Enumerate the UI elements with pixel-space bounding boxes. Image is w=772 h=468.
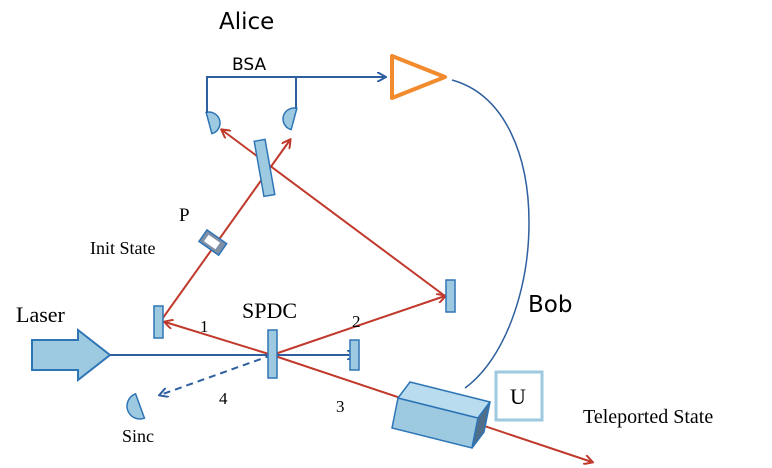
- label-sinc: Sinc: [122, 426, 154, 446]
- amplifier-icon: [390, 54, 447, 100]
- photon-path-up-right: [222, 130, 446, 297]
- spdc-crystal: [267, 329, 278, 379]
- label-alice: Alice: [219, 9, 274, 35]
- beam-block: [349, 339, 360, 371]
- laser-icon: [31, 327, 112, 383]
- sinc-detector-icon: [126, 392, 146, 420]
- label-init-state: Init State: [90, 238, 156, 258]
- detector-left-icon: [205, 111, 221, 135]
- label-p: P: [179, 205, 190, 226]
- unitary-box: [494, 370, 544, 422]
- polarizer-icon: [197, 228, 228, 257]
- bsa-wire: [206, 77, 385, 113]
- label-mode-4: 4: [219, 389, 228, 408]
- mirror-right: [445, 279, 456, 313]
- label-laser: Laser: [16, 302, 66, 327]
- label-bob: Bob: [528, 292, 572, 318]
- photon-path-1: [165, 322, 273, 356]
- label-mode-2: 2: [352, 312, 361, 331]
- photon-path-4: [160, 354, 273, 395]
- detector-right-icon: [282, 107, 298, 131]
- label-teleported-state: Teleported State: [583, 406, 713, 428]
- feed-forward-wire: [451, 79, 530, 389]
- crystal-icon: [391, 381, 492, 449]
- label-mode-3: 3: [336, 397, 345, 416]
- label-bsa: BSA: [232, 55, 266, 75]
- label-unitary: U: [510, 384, 526, 409]
- mirror-left: [153, 305, 164, 339]
- label-mode-1: 1: [200, 317, 209, 336]
- beam-splitter: [253, 138, 276, 198]
- label-spdc: SPDC: [242, 298, 297, 323]
- photon-path-2: [271, 296, 445, 356]
